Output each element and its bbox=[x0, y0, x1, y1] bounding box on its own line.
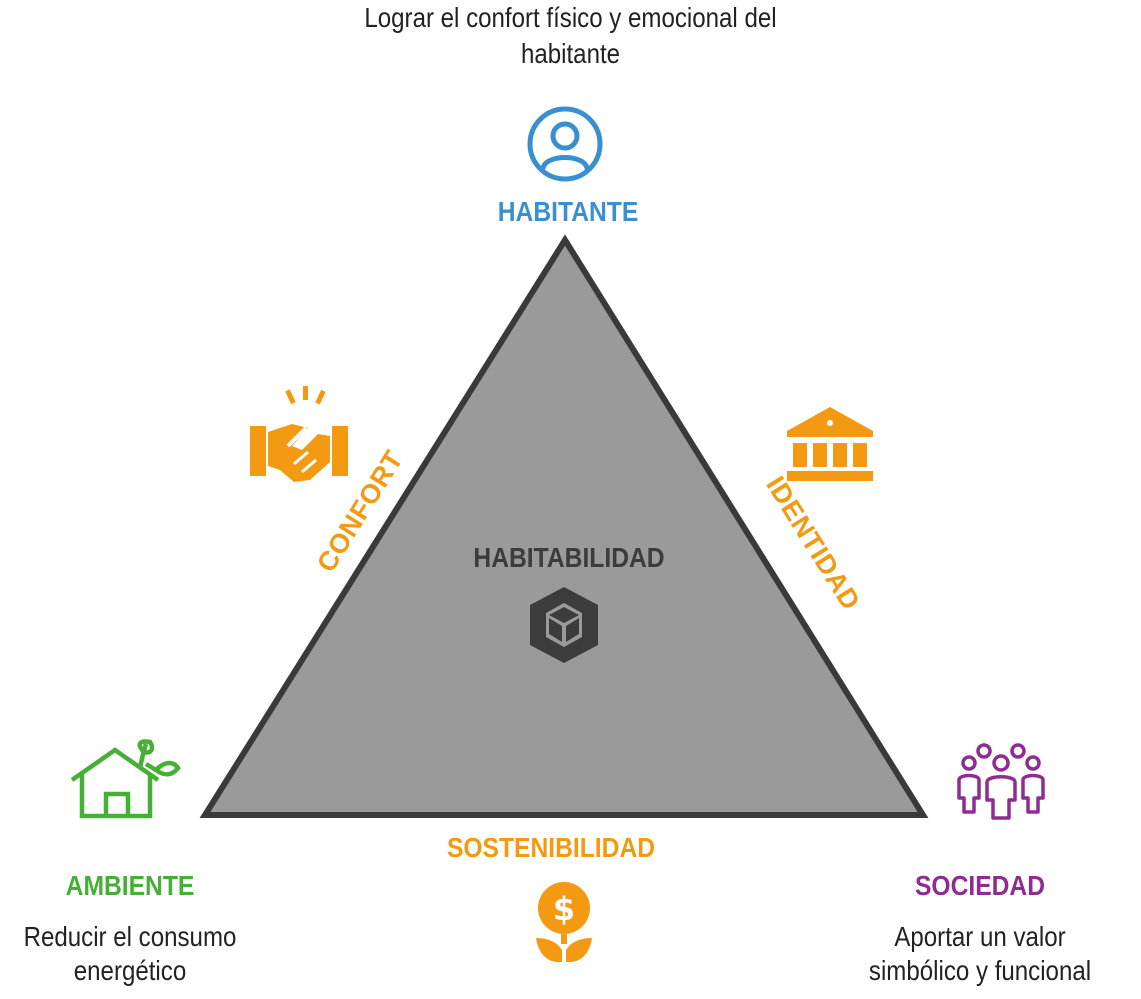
eco-house-icon bbox=[70, 739, 181, 819]
svg-text:$: $ bbox=[553, 890, 575, 928]
sociedad-description-line1: Aportar un valor bbox=[894, 921, 1066, 952]
ambiente-description-line1: Reducir el consumo bbox=[23, 921, 237, 952]
sociedad-description: Aportar un valor simbólico y funcional bbox=[860, 920, 1101, 988]
cube-icon bbox=[530, 587, 598, 663]
ambiente-description-line2: energético bbox=[73, 955, 187, 986]
ambiente-label: AMBIENTE bbox=[65, 870, 195, 901]
handshake-icon bbox=[250, 386, 348, 482]
user-circle-icon bbox=[527, 106, 603, 182]
sostenibilidad-label: SOSTENIBILIDAD bbox=[446, 832, 656, 863]
ambiente-description: Reducir el consumo energético bbox=[18, 920, 242, 988]
institution-building-icon bbox=[787, 407, 873, 481]
habitante-label: HABITANTE bbox=[497, 196, 639, 227]
sociedad-label: SOCIEDAD bbox=[914, 870, 1046, 901]
habitante-description: Lograr el confort físico y emocional del… bbox=[364, 2, 777, 69]
sociedad-description-line2: simbólico y funcional bbox=[868, 955, 1092, 986]
habitabilidad-label: HABITABILIDAD bbox=[473, 542, 665, 573]
people-group-icon bbox=[957, 743, 1045, 820]
money-plant-icon: $ bbox=[536, 882, 592, 962]
